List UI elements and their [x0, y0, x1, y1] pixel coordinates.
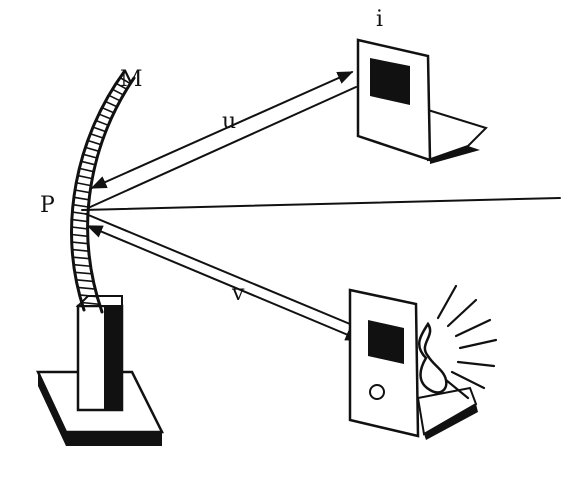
label-v: v — [231, 281, 245, 306]
mirror-rung — [85, 146, 100, 153]
mirror-rung — [92, 126, 107, 133]
mirror-rung — [101, 106, 115, 114]
mirror-rung — [74, 189, 91, 194]
mirror-rung — [71, 233, 88, 238]
mirror-rung — [105, 100, 118, 108]
mirror-rung — [71, 218, 88, 223]
mirror-rung — [98, 113, 112, 120]
light-ray — [444, 378, 470, 400]
mirror-rung — [108, 94, 121, 102]
label-m: M — [120, 67, 143, 92]
light-ray — [454, 318, 492, 338]
object-square — [368, 320, 404, 364]
mirror-rung — [90, 133, 104, 139]
image-square — [370, 58, 410, 105]
mirror-rung — [73, 263, 91, 268]
mirror-rung — [77, 174, 93, 180]
mirror-rung — [79, 167, 94, 173]
mirror-rung — [76, 181, 92, 187]
label-i: i — [376, 7, 383, 32]
mirror-rung — [87, 139, 102, 146]
mirror-rung — [72, 256, 90, 260]
mirror-rung — [72, 203, 89, 208]
object-aperture — [369, 384, 385, 400]
mirror-rung — [72, 248, 89, 252]
light-ray — [450, 370, 486, 390]
image-screen — [356, 38, 488, 164]
light-rays — [436, 284, 498, 400]
mirror-rung — [71, 241, 89, 245]
mirror-rung — [73, 196, 90, 201]
mirror-rung — [74, 271, 92, 275]
mirror-rung — [81, 160, 96, 166]
ray-to-image — [87, 71, 357, 209]
mirror-rung — [83, 153, 98, 159]
ray-to-object — [85, 213, 362, 341]
light-ray — [446, 298, 478, 328]
mirror-rung — [77, 286, 96, 290]
object-screen — [348, 284, 498, 440]
principal-axis — [81, 197, 561, 211]
label-p: P — [40, 193, 55, 218]
mirror-stand — [36, 295, 165, 446]
mirror-rung — [76, 279, 94, 283]
light-ray — [458, 338, 498, 350]
light-ray — [456, 360, 496, 368]
lamp-filament — [418, 321, 448, 394]
light-ray — [436, 284, 458, 320]
mirror-rung — [71, 226, 88, 230]
label-u: u — [222, 109, 236, 134]
mirror-rung — [95, 119, 109, 127]
